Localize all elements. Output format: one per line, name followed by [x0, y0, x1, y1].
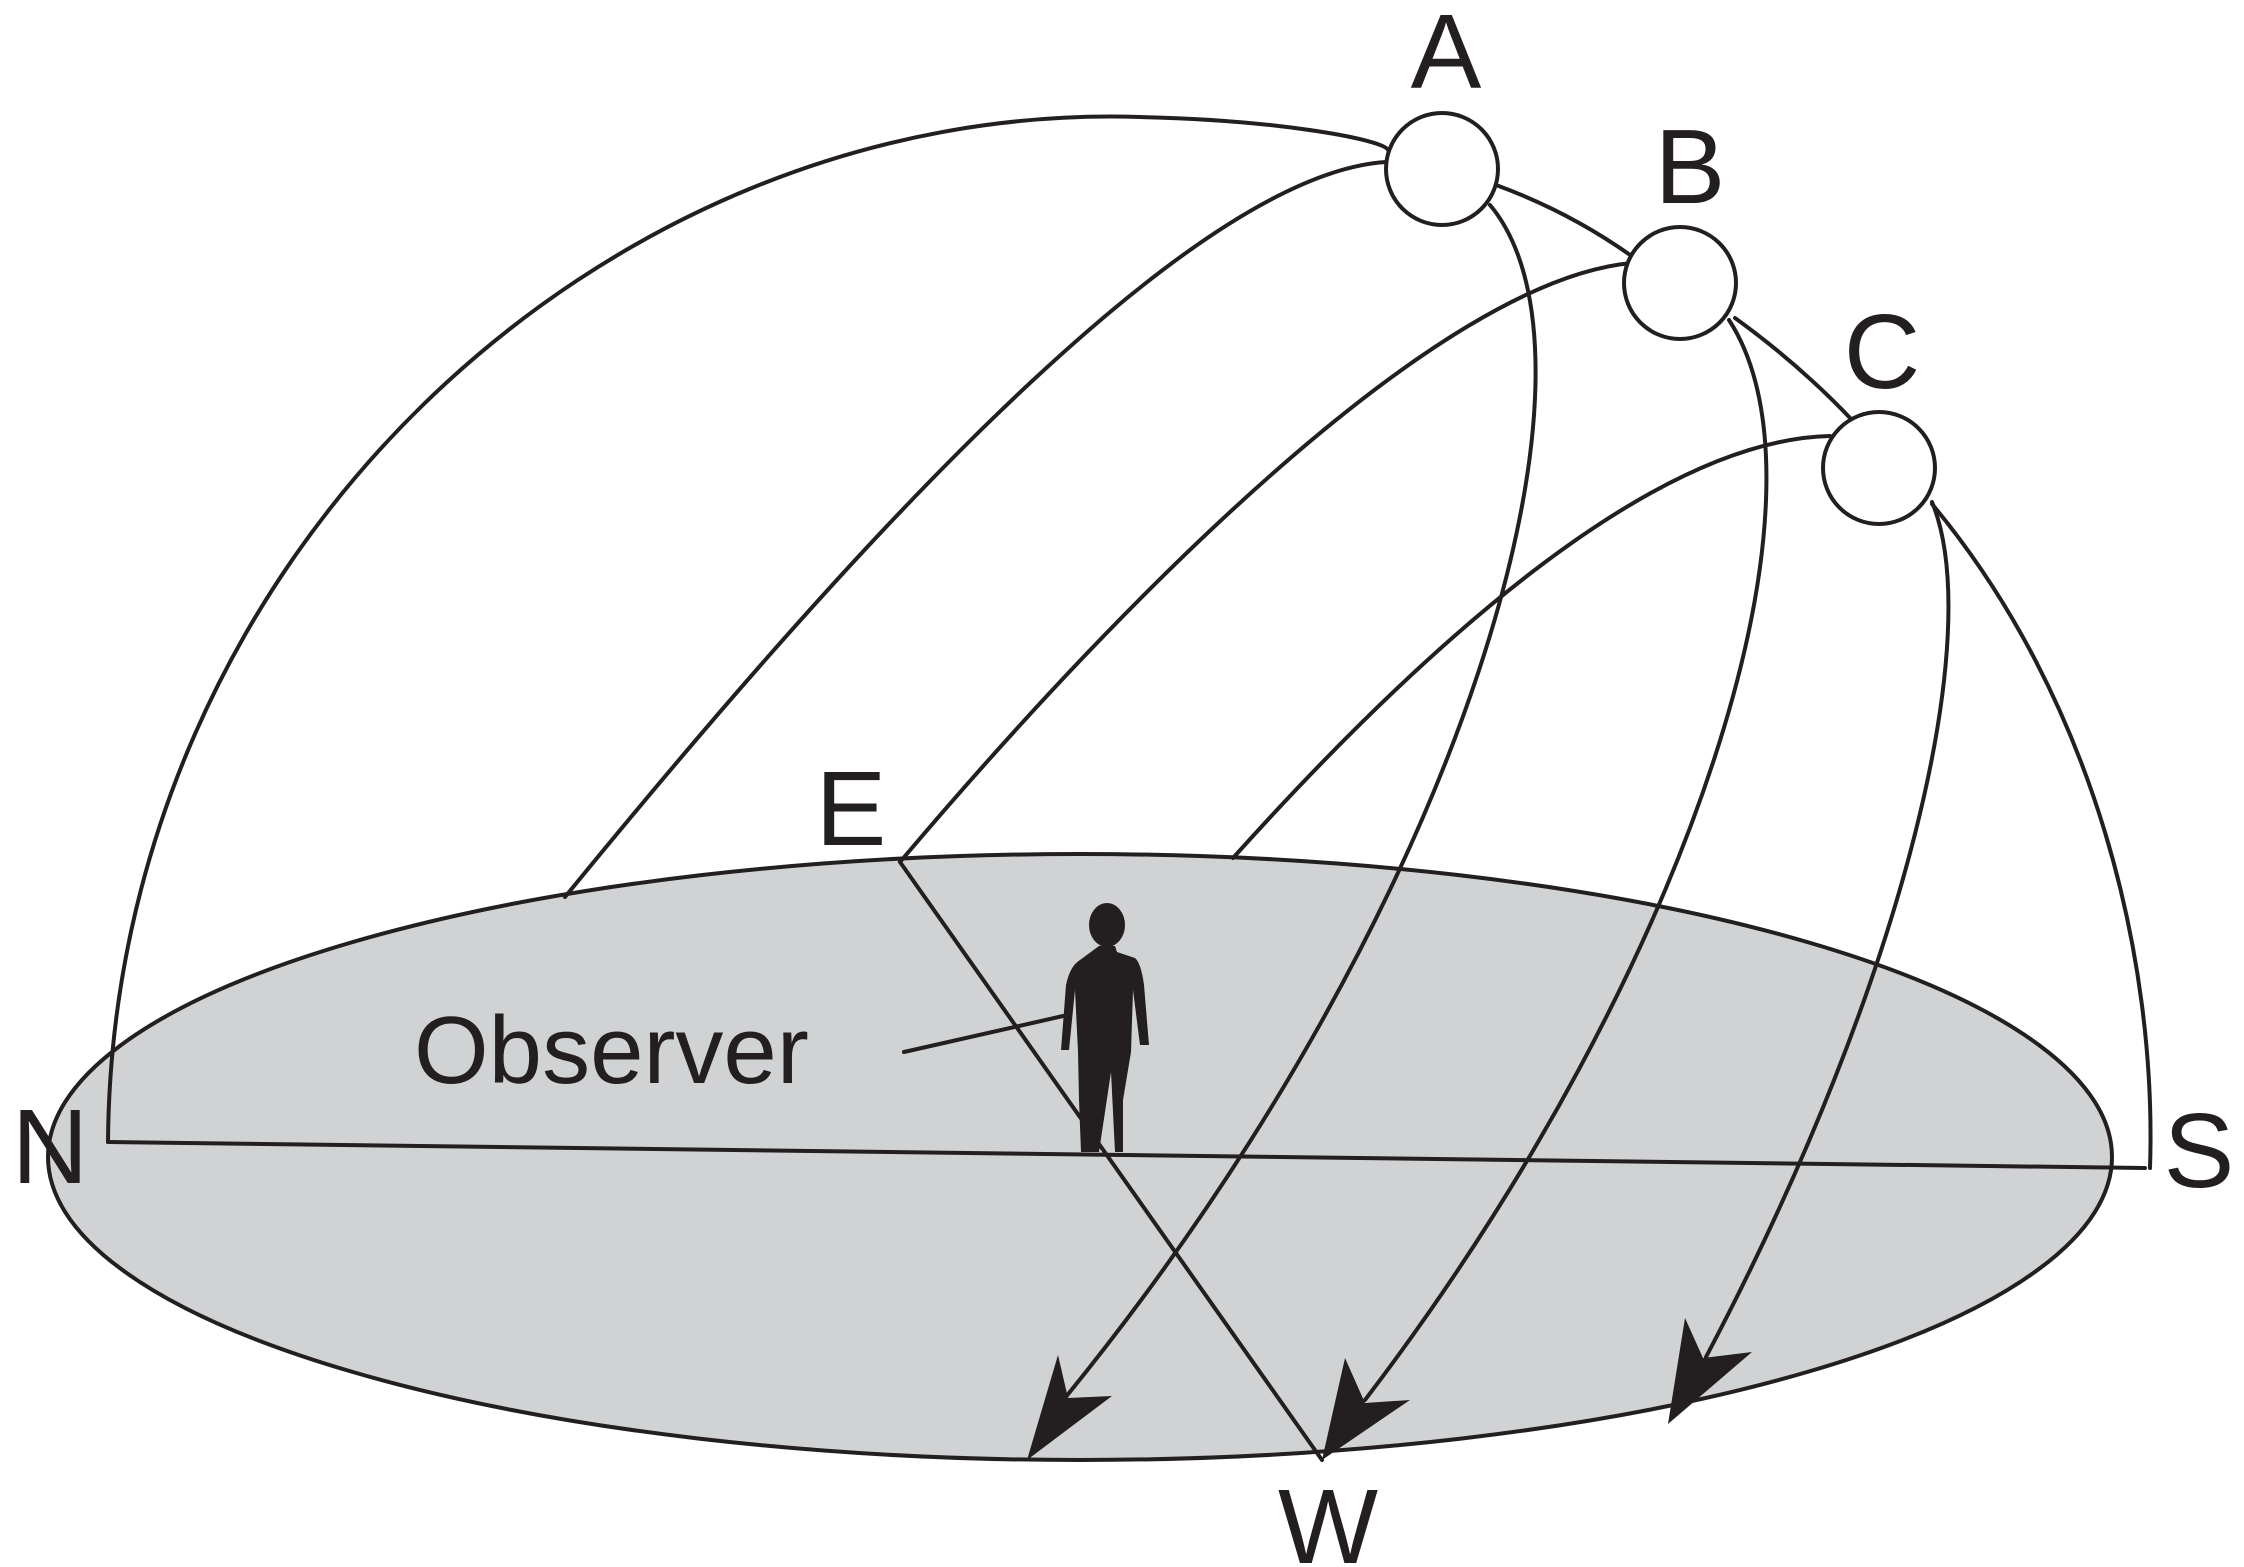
meridian-arc-bc: [1733, 316, 1854, 422]
arrow-head-path-c: [1668, 1318, 1752, 1424]
meridian-arc: [106, 114, 1390, 1144]
east-west-line: [898, 860, 1324, 1462]
sun-label-c: C: [1844, 293, 1921, 411]
observer-pointer-line: [902, 1014, 1065, 1054]
sun-path-c-setting: [1704, 500, 1951, 1359]
sun-label-a: A: [1411, 0, 1482, 111]
direction-label-south: S: [2164, 1092, 2235, 1210]
horizon-plane: [46, 852, 2114, 1462]
arrow-head-path-a: [1027, 1355, 1112, 1460]
sun-label-b: B: [1655, 108, 1726, 226]
observer-body: [1061, 946, 1149, 1152]
north-south-line: [106, 1140, 2147, 1170]
direction-label-east: E: [816, 750, 887, 868]
direction-label-west: W: [1278, 1468, 1378, 1567]
sun-path-b-setting: [1363, 318, 1769, 1402]
sun-path-a-setting: [1063, 203, 1538, 1400]
observer-head: [1089, 903, 1125, 947]
sun-path-b-rising: [898, 261, 1634, 864]
observer-label: Observer: [414, 997, 809, 1104]
sun-path-c-rising: [1231, 434, 1832, 860]
sun-path-a-rising: [563, 160, 1388, 899]
sun-a: [1384, 111, 1500, 227]
arrow-head-path-b: [1322, 1358, 1410, 1460]
sun-c: [1821, 410, 1937, 526]
observer-figure: [1061, 903, 1149, 1152]
direction-label-north: N: [12, 1088, 89, 1206]
sun-b: [1622, 225, 1738, 341]
meridian-arc-cs: [1930, 502, 2153, 1170]
meridian-arc-ab: [1494, 183, 1635, 259]
